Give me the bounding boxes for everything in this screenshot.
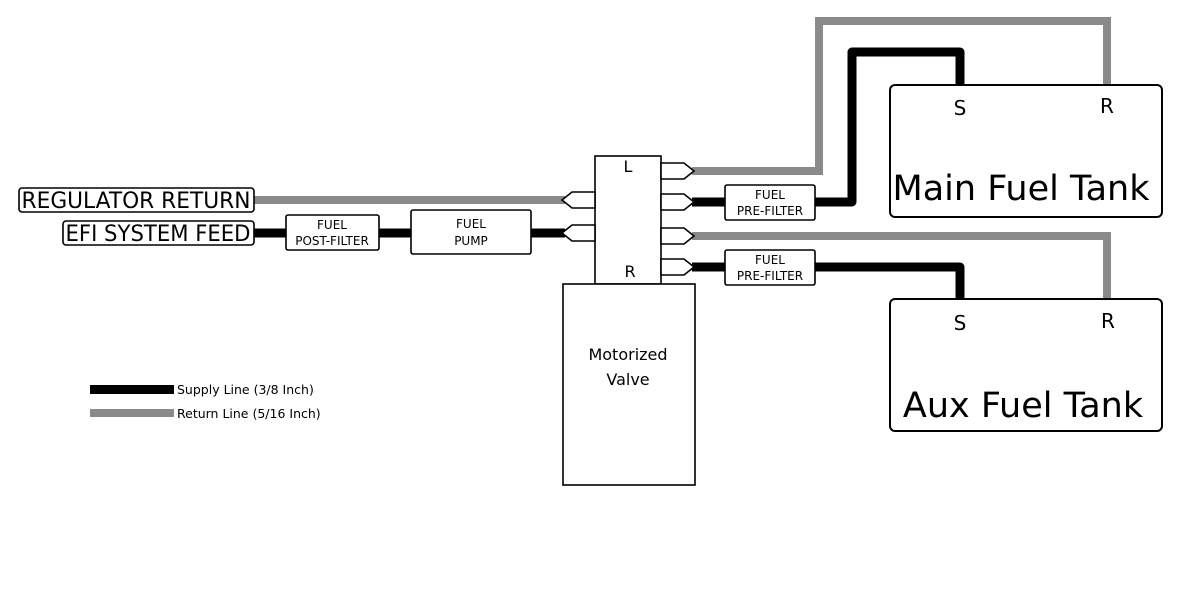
main-tank-supply-port-label: S [954, 96, 967, 120]
return-line-aux-tank [692, 232, 1111, 300]
fuel-pre-filter-main-label-line2: PRE-FILTER [737, 204, 803, 218]
fuel-pump-label-line2: PUMP [454, 234, 488, 248]
motorized-valve [562, 283, 696, 486]
return-line-main-tank [692, 17, 1111, 175]
legend-supply-label: Supply Line (3/8 Inch) [177, 382, 314, 397]
aux-fuel-tank-label: Aux Fuel Tank [903, 386, 1144, 426]
legend-return-label: Return Line (5/16 Inch) [177, 406, 321, 421]
aux-tank-return-port-label: R [1101, 309, 1115, 333]
fitting-main-supply [660, 193, 696, 211]
efi-system-feed-label-box [62, 220, 255, 246]
motorized-valve-label-line2: Valve [606, 370, 649, 389]
fuel-post-filter-label-line2: POST-FILTER [295, 234, 369, 248]
legend-supply-swatch [90, 385, 174, 394]
fuel-pre-filter-aux-label-line2: PRE-FILTER [737, 269, 803, 283]
fitting-regulator-return [560, 191, 596, 209]
fuel-pre-filter-aux-label-line1: FUEL [755, 253, 785, 267]
fuel-pre-filter-main-label-line1: FUEL [755, 188, 785, 202]
main-fuel-tank-label: Main Fuel Tank [893, 169, 1151, 209]
fitting-aux-return [660, 227, 696, 245]
fuel-post-filter-label-line1: FUEL [317, 218, 347, 232]
valve-port-right-label: R [624, 262, 635, 281]
fitting-aux-supply [660, 258, 696, 276]
fuel-pump-label-line1: FUEL [456, 217, 486, 231]
main-tank-return-port-label: R [1100, 94, 1114, 118]
fuel-post-filter [285, 214, 380, 251]
aux-fuel-tank [889, 298, 1163, 432]
fitting-main-return [660, 162, 696, 180]
efi-system-feed-label: EFI SYSTEM FEED [66, 222, 251, 247]
aux-tank-supply-port-label: S [954, 311, 967, 335]
regulator-return-label: REGULATOR RETURN [22, 189, 251, 214]
legend-return-swatch [90, 409, 174, 417]
main-fuel-tank [889, 84, 1163, 218]
fuel-pump [410, 209, 532, 255]
fuel-pre-filter-aux [724, 249, 816, 286]
regulator-return-label-box [18, 187, 255, 213]
fuel-pre-filter-main [724, 184, 816, 221]
fitting-efi-feed [560, 224, 596, 242]
motorized-valve-label-line1: Motorized [588, 345, 667, 364]
valve-port-left-label: L [624, 157, 633, 176]
